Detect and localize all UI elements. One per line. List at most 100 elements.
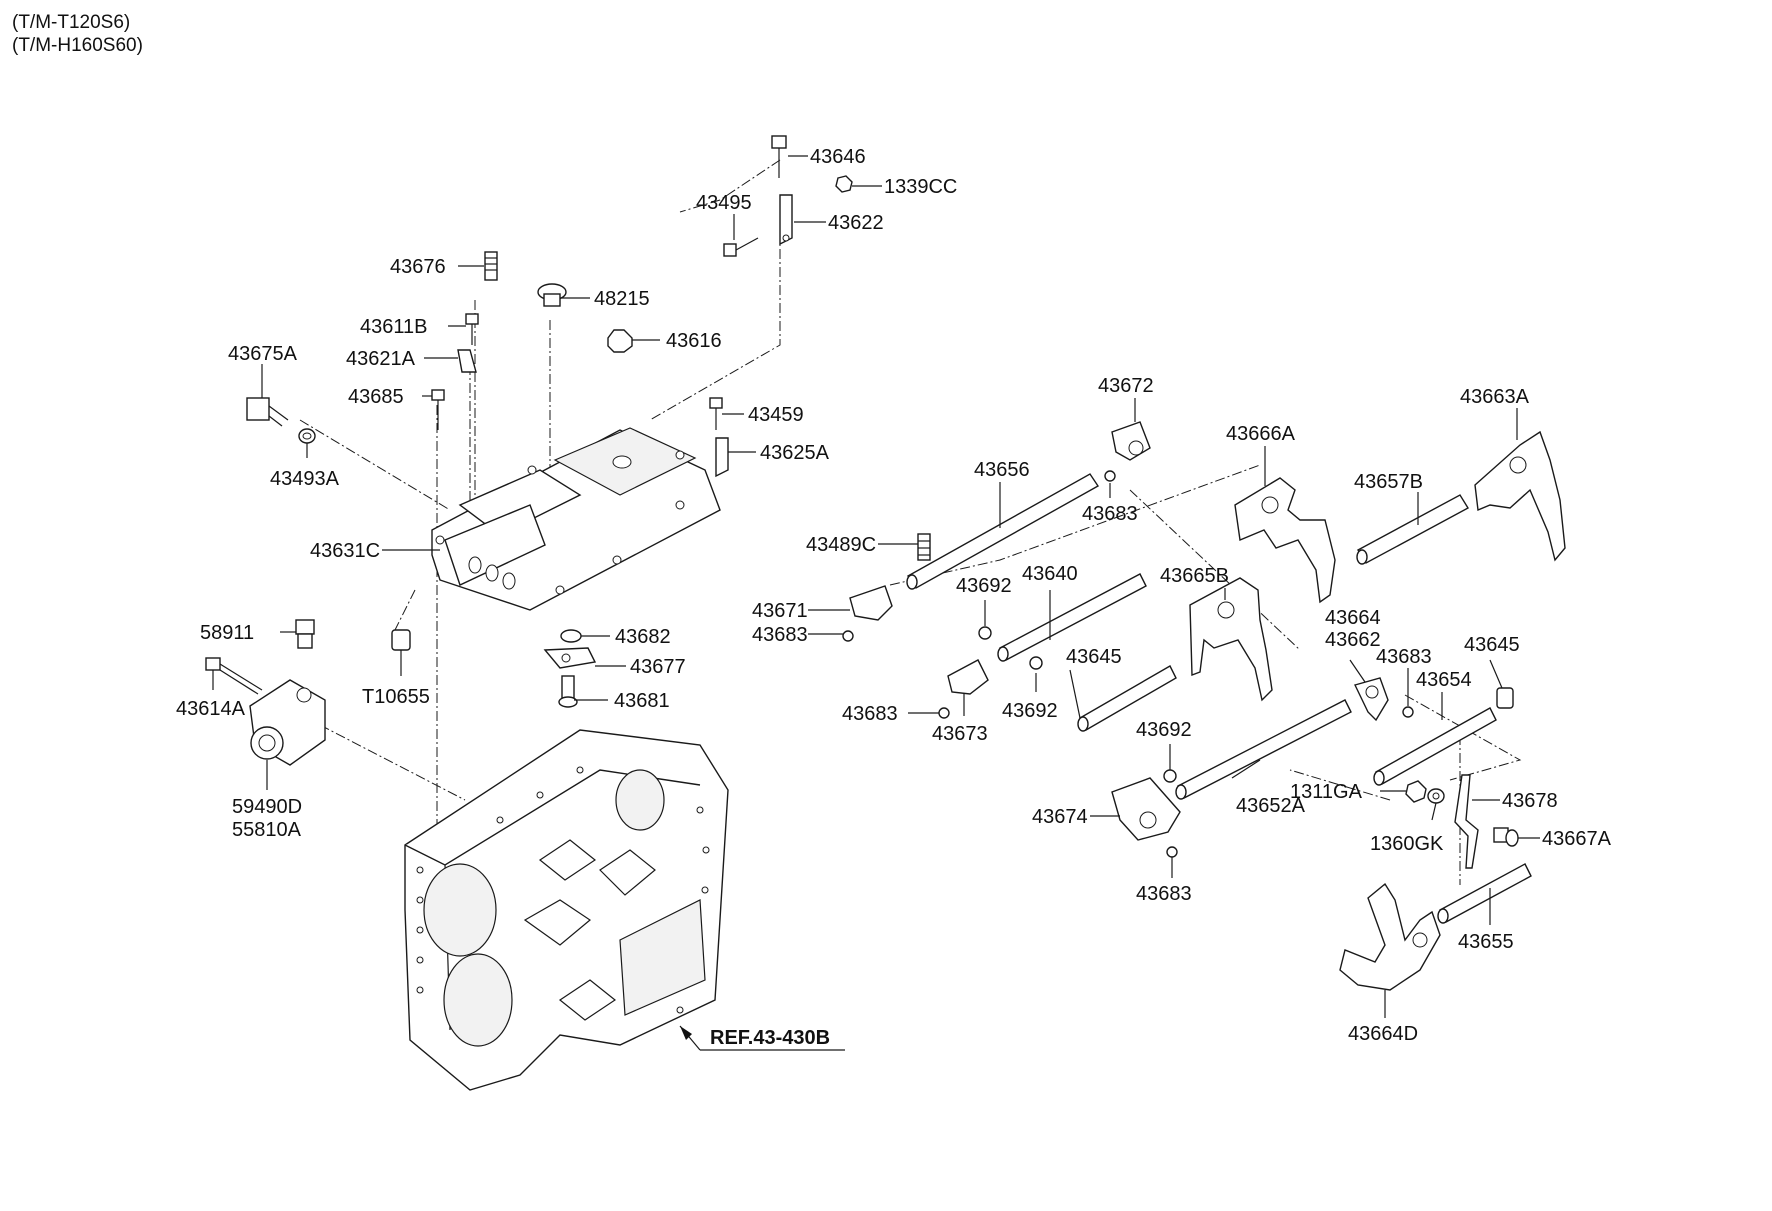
pin-43683-d bbox=[938, 707, 950, 719]
callout-43676: 43676 bbox=[390, 256, 446, 278]
rail-43645-a bbox=[1077, 665, 1177, 732]
callout-43493A: 43493A bbox=[270, 468, 340, 490]
callout-43666A: 43666A bbox=[1226, 423, 1296, 445]
bracket-43621A bbox=[457, 349, 477, 373]
callout-43611B: 43611B bbox=[360, 316, 427, 338]
model-label-1: (T/M-T120S6) bbox=[12, 12, 130, 33]
washer-1360GK bbox=[1427, 788, 1445, 804]
transmission-case bbox=[404, 729, 729, 1091]
top-cover-43631C bbox=[431, 427, 721, 611]
callout-43677: 43677 bbox=[630, 656, 686, 678]
callout-43667A: 43667A bbox=[1542, 828, 1612, 850]
callout-43640: 43640 bbox=[1022, 563, 1078, 585]
stud-43676 bbox=[484, 251, 498, 281]
callout-43652A: 43652A bbox=[1236, 795, 1306, 817]
callout-43621A: 43621A bbox=[346, 348, 416, 370]
bush-43645-b bbox=[1496, 687, 1514, 709]
callout-43672: 43672 bbox=[1098, 375, 1154, 397]
switch-58911 bbox=[295, 619, 315, 649]
pin-43683-c bbox=[1402, 706, 1414, 718]
bolt-43614A bbox=[205, 657, 263, 695]
rail-43655 bbox=[1437, 863, 1532, 924]
seal-43682 bbox=[560, 629, 582, 643]
head-43671 bbox=[849, 585, 893, 621]
rail-43657B bbox=[1356, 494, 1469, 565]
ball-43692-a bbox=[978, 626, 992, 640]
ball-43692-b bbox=[1029, 656, 1043, 670]
rail-43654 bbox=[1373, 707, 1497, 786]
bolt-43675A bbox=[246, 397, 289, 427]
nut-1311GA bbox=[1405, 780, 1427, 803]
pin-43683-a bbox=[1104, 470, 1116, 482]
rail-43656 bbox=[906, 473, 1100, 590]
leader-lines bbox=[212, 155, 1540, 1018]
pin-43667A bbox=[1493, 827, 1519, 847]
callout-43616: 43616 bbox=[666, 330, 722, 352]
callout-43673: 43673 bbox=[932, 723, 988, 745]
callout-43692-a: 43692 bbox=[956, 575, 1012, 597]
callout-43665B: 43665B bbox=[1160, 565, 1229, 587]
callout-1311GA: 1311GA bbox=[1290, 781, 1363, 803]
callout-58911: 58911 bbox=[200, 622, 254, 644]
callout-43683-c: 43683 bbox=[1376, 646, 1432, 668]
plug-T10655 bbox=[391, 629, 411, 651]
model-label-2: (T/M-H160S60) bbox=[12, 35, 143, 56]
callout-43681: 43681 bbox=[614, 690, 670, 712]
washer-43493A bbox=[298, 428, 316, 444]
callout-43675A: 43675A bbox=[228, 343, 298, 365]
callout-43678: 43678 bbox=[1502, 790, 1558, 812]
callout-43495: 43495 bbox=[696, 192, 752, 214]
fork-43664D bbox=[1339, 882, 1441, 991]
spring-43489C bbox=[917, 533, 931, 561]
callout-43664: 43664 bbox=[1325, 607, 1381, 629]
callout-43683-b: 43683 bbox=[752, 624, 808, 646]
callout-43459: 43459 bbox=[748, 404, 804, 426]
callout-59490D: 59490D bbox=[232, 796, 302, 818]
callout-labels: 43646 1339CC 43495 43622 43676 48215 436… bbox=[176, 146, 1612, 1049]
callout-1339CC: 1339CC bbox=[884, 176, 957, 198]
head-43673 bbox=[947, 659, 989, 695]
bolt-43646 bbox=[771, 135, 787, 178]
callout-1360GK: 1360GK bbox=[1370, 833, 1444, 855]
callout-43683-e: 43683 bbox=[1136, 883, 1192, 905]
bolt-43459 bbox=[709, 397, 723, 430]
nut-1339CC bbox=[835, 175, 853, 193]
bolt-43611B bbox=[465, 313, 479, 345]
reference-label: REF.43-430B bbox=[710, 1027, 830, 1049]
housing-59490D bbox=[249, 679, 326, 766]
bolt-43681 bbox=[558, 675, 578, 708]
callout-43664D: 43664D bbox=[1348, 1023, 1418, 1045]
pin-43683-b bbox=[842, 630, 854, 642]
callout-43674: 43674 bbox=[1032, 806, 1088, 828]
callout-43622: 43622 bbox=[828, 212, 884, 234]
bracket-43622 bbox=[779, 194, 793, 246]
callout-43683-a: 43683 bbox=[1082, 503, 1138, 525]
fork-43663A bbox=[1474, 430, 1566, 562]
callout-43489C: 43489C bbox=[806, 534, 876, 556]
lever-43678 bbox=[1454, 774, 1479, 869]
plug-48215 bbox=[537, 283, 567, 307]
callout-43692-c: 43692 bbox=[1136, 719, 1192, 741]
callout-43657B: 43657B bbox=[1354, 471, 1423, 493]
rail-43640 bbox=[997, 573, 1147, 662]
callout-48215: 48215 bbox=[594, 288, 650, 310]
fork-43665B bbox=[1189, 577, 1273, 702]
bolt-43495 bbox=[723, 237, 759, 257]
callout-43646: 43646 bbox=[810, 146, 866, 168]
fork-43666A bbox=[1234, 477, 1336, 604]
callout-43631C: 43631C bbox=[310, 540, 380, 562]
bolt-43685 bbox=[431, 389, 445, 430]
callout-55810A: 55810A bbox=[232, 819, 302, 841]
callout-43662: 43662 bbox=[1325, 629, 1381, 651]
callout-43614A: 43614A bbox=[176, 698, 246, 720]
callout-43683-d: 43683 bbox=[842, 703, 898, 725]
callout-43685: 43685 bbox=[348, 386, 404, 408]
callout-43656: 43656 bbox=[974, 459, 1030, 481]
callout-43654: 43654 bbox=[1416, 669, 1472, 691]
rail-43652A bbox=[1175, 699, 1352, 800]
lever-43677 bbox=[543, 647, 597, 669]
head-43672 bbox=[1111, 421, 1151, 461]
callout-43625A: 43625A bbox=[760, 442, 830, 464]
nut-43616 bbox=[607, 329, 633, 353]
